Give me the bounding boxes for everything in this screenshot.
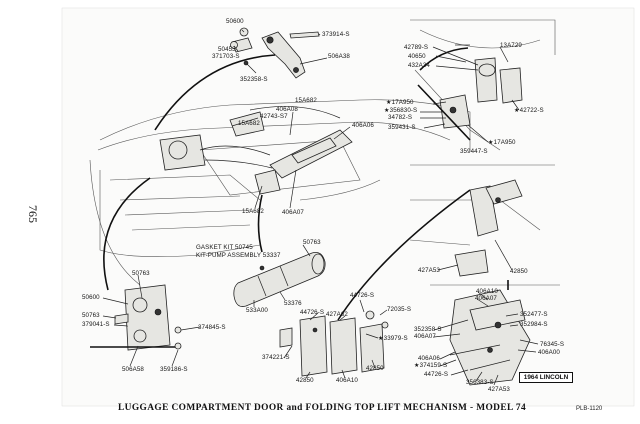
callout-406a07-c: 406A07 xyxy=(414,333,436,340)
callout-50453: 50453 xyxy=(218,46,236,53)
leader-arrows xyxy=(103,47,509,321)
callout-352477-s: 352477-S xyxy=(520,311,548,318)
callout-427a53: 427A53 xyxy=(418,267,440,274)
callout-42743-s7: 42743-S7 xyxy=(260,113,288,120)
callout-50763-mid: 50763 xyxy=(303,239,321,246)
hinge-plate-detail xyxy=(279,310,389,377)
callout-gasket-kit-50745: GASKET KIT 50745 xyxy=(196,244,253,251)
callout-374845-s: 374845-S xyxy=(198,324,226,331)
page-gutter xyxy=(0,0,62,424)
callout-371703-s: 371703-S xyxy=(212,53,240,60)
callout-15a682: 15A682 xyxy=(295,97,317,104)
callout-356383-s: 356383-S xyxy=(466,379,494,386)
plate-id: PLB-1120 xyxy=(576,406,603,412)
callout-359186-s: 359186-S xyxy=(160,366,188,373)
callout-17a950: ★17A950 xyxy=(386,99,414,106)
bottom-linkage-detail xyxy=(430,284,560,386)
callout-533a00: 533A00 xyxy=(246,307,268,314)
callout-15a682-c: 15A682 xyxy=(242,208,264,215)
pump-kit-cylinder xyxy=(233,252,326,307)
model-year-badge: 1964 LINCOLN xyxy=(519,372,573,383)
callout-352984-s: 352984-S xyxy=(520,321,548,328)
callout-432a34: 432A34 xyxy=(408,62,430,69)
callout-406a10-b: 406A10 xyxy=(476,288,498,295)
callout-406a10-a: 406A10 xyxy=(336,377,358,384)
callout-406a00: 406A00 xyxy=(538,349,560,356)
callout-42850-b: 42850 xyxy=(296,377,314,384)
callout-50763-a: 50763 xyxy=(132,270,150,277)
callout-42850: 42850 xyxy=(510,268,528,275)
callout-42789-s: 42789-S xyxy=(404,44,429,51)
callout-leader-lines xyxy=(102,29,539,386)
callout-373914-s: 373914-S xyxy=(322,31,350,38)
lift-motor-cylinder-assembly xyxy=(159,106,353,195)
car-body-outline xyxy=(89,99,471,286)
callout-15a682-b: 15A682 xyxy=(238,120,260,127)
callout-kit-pump-assembly-53337: KIT-PUMP ASSEMBLY 53337 xyxy=(196,252,281,259)
callout-50763-b: 50763 xyxy=(82,312,100,319)
callout-374221-s: 374221-S xyxy=(262,354,290,361)
callout-406a07-b: 406A07 xyxy=(475,295,497,302)
callout-44726-s-b: 44726-S xyxy=(300,309,325,316)
callout-40650: 40650 xyxy=(408,53,426,60)
callout-379041-s: 379041-S xyxy=(82,321,110,328)
callout-76345-s: 76345-S xyxy=(540,341,565,348)
callout-50600: 50600 xyxy=(226,18,244,25)
callout-406a08: 406A08 xyxy=(276,106,298,113)
callout-50600-b: 50600 xyxy=(82,294,100,301)
callout-506a58: 506A58 xyxy=(122,366,144,373)
callout-406a06: 406A06 xyxy=(352,122,374,129)
figure-caption: LUGGAGE COMPARTMENT DOOR and FOLDING TOP… xyxy=(118,403,527,413)
callout-406a06-b: 406A06 xyxy=(418,355,440,362)
callout-374159-s: ★374159-S xyxy=(414,362,448,369)
top-lift-arm-detail xyxy=(409,164,555,277)
callout-72035-s: 72035-S xyxy=(387,306,412,313)
callout-427a62: 427A62 xyxy=(326,311,348,318)
latch-detail-top-right xyxy=(410,19,556,151)
page-number: 765 xyxy=(26,205,40,223)
callout-44726-s-c: 44726-S xyxy=(424,371,449,378)
callout-506a38: 506A38 xyxy=(328,53,350,60)
callout-406a07: 406A07 xyxy=(282,209,304,216)
callout-44726-s-a: 44726-S xyxy=(350,292,375,299)
callout-42722-s: ★42722-S xyxy=(514,107,544,114)
callout-53376: 53376 xyxy=(284,300,302,307)
callout-42850-c: 42850 xyxy=(366,365,384,372)
callout-352358-s: 352358-S xyxy=(240,76,268,83)
callout-352358-s-b: 352358-S xyxy=(414,326,442,333)
callout-356830-s: ★356830-S xyxy=(384,107,418,114)
hinge-link-detail xyxy=(230,27,320,79)
callout-427a53-b: 427A53 xyxy=(488,386,510,393)
callout-359447-s: 359447-S xyxy=(460,148,488,155)
bracket-detail-left xyxy=(90,284,182,351)
callout-34782-s: 34782-S xyxy=(388,114,413,121)
callout-17a950-b: ★17A950 xyxy=(488,139,516,146)
callout-359431-s: 359431-S xyxy=(388,124,416,131)
callout-33979-s: ★33979-S xyxy=(378,335,408,342)
callout-13a729: 13A729 xyxy=(500,42,522,49)
